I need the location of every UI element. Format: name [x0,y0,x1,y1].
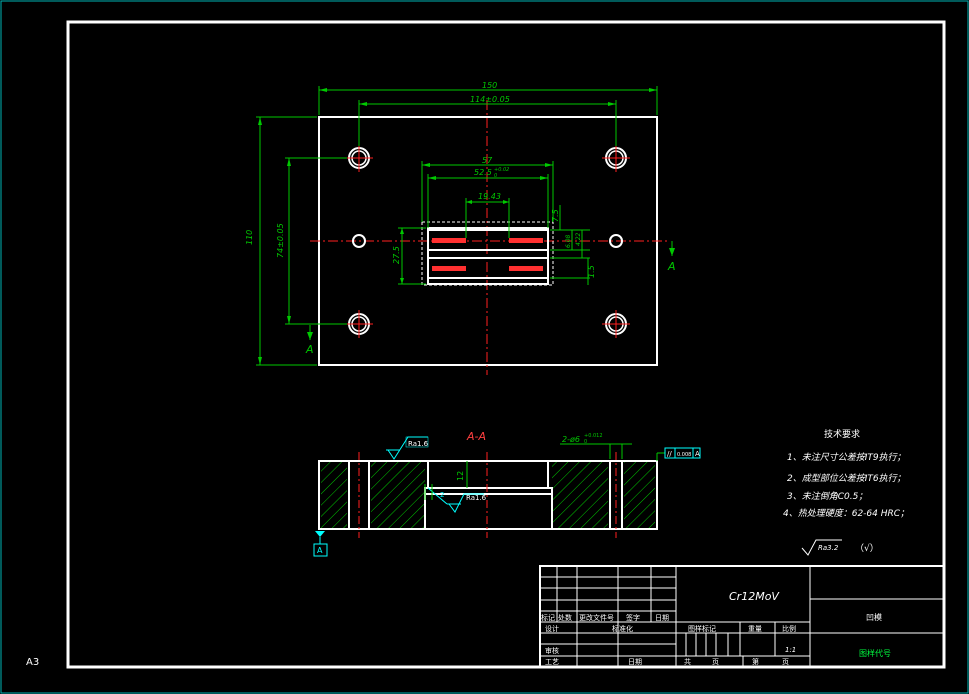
dim-hole-spacing-x: 114±0.05 [470,95,510,104]
stage-label: 图样标记 [688,624,716,633]
tech-item-3: 3、未注倒角C0.5； [787,491,867,502]
section-title: A-A [466,430,486,443]
cavity-outline-dashed [421,221,554,286]
tolerance-symbol: // [667,450,672,458]
dim-slot-width: 57 [482,156,493,165]
dowel-hole-right [609,234,623,248]
dim-right-top: 7.5 [551,209,560,222]
roughness-top-value: Ra1.6 [408,440,429,448]
dimension-arrows [258,88,675,365]
scale-value: 1:1 [785,646,796,654]
sheet-label: 页 [712,658,719,666]
header-date: 日期 [655,614,669,622]
hole-note-sub: 0 [584,439,587,445]
date-label: 日期 [628,658,642,666]
depth-dim: 12 [456,471,465,481]
sheet-size-label: A3 [26,657,39,668]
roughness-other: （√） [855,543,879,554]
dim-slot-tol-width: 52.5 [474,168,492,177]
roughness-inner-symbol [427,487,484,513]
header-change-doc: 更改文件号 [579,613,614,622]
section-outline [318,460,658,530]
hole-note-sup: +0.012 [584,433,603,439]
title-block: Cr12MoV 凹模 图样代号 标记 处数 更改文件号 签字 日期 设计 标准化… [539,565,945,668]
hatch-2 [371,462,425,528]
hatch-4 [624,462,655,528]
datum-marker: A [313,531,328,557]
inner-step-dim: 2 [440,491,444,499]
scale-label: 比例 [782,624,796,633]
process-label: 工艺 [545,658,559,666]
dim-slot-tol-sub: 0 [494,173,497,179]
corner-holes [345,144,630,338]
datum-label: A [317,546,323,555]
part-name: 凹模 [866,612,882,622]
roughness-general-value: Ra3.2 [818,544,839,552]
drawing-frame [66,20,946,669]
standard-label: 标准化 [612,624,633,633]
dim-slot-height: 27.5 [392,246,401,264]
cut-label-right: A [667,260,676,273]
dim-overall-height: 110 [245,230,254,245]
dim-right-small-a: 6.08 [565,234,572,248]
weight-label: 重量 [748,625,762,633]
tech-requirements: 技术要求 1、未注尺寸公差按IT9执行； 2、成型部位公差按IT6执行； 3、未… [783,428,909,556]
dim-right-small-b: 4.22 [575,232,582,246]
cavity-outline [427,227,549,285]
dim-inner-width: 19.43 [478,192,501,201]
header-count: 处数 [558,613,572,622]
tolerance-datum: A [695,450,700,458]
tech-item-2: 2、成型部位公差按IT6执行； [787,473,906,484]
roughness-general-symbol [801,539,842,556]
dim-overall-width: 150 [482,81,497,90]
slot-lower [427,257,549,279]
section-view: A-A Ra1.6 [313,430,701,557]
dim-slot-tol-sup: +0.02 [494,167,509,173]
section-centerlines [358,452,617,538]
drawing-number: 图样代号 [859,648,891,658]
dim-hole-spacing-y: 74±0.05 [276,223,285,258]
hole-note: 2-ø6 [562,435,580,444]
material: Cr12MoV [729,590,780,603]
tech-item-4: 4、热处理硬度：62-64 HRC； [783,508,909,519]
dowel-hole-left [352,234,366,248]
page-suffix: 页 [782,658,789,666]
roughness-inner-value: Ra1.6 [466,494,487,502]
tech-item-1: 1、未注尺寸公差按IT9执行； [787,452,906,463]
header-mark: 标记 [541,613,555,622]
slot-upper [427,229,549,251]
roughness-top-box [405,436,429,448]
header-sign: 签字 [626,613,640,622]
hatch-1 [321,462,347,528]
design-label: 设计 [545,624,559,633]
tech-heading: 技术要求 [824,428,860,440]
slot-lower-right-punch [509,266,543,271]
page-label: 第 [752,657,759,666]
slot-lower-left-punch [432,266,466,271]
hatch-3 [552,462,608,528]
plan-view: 150 114±0.05 57 52.5 +0.02 0 19.43 110 7… [245,81,676,375]
tolerance-frame: // 0.008 A [656,447,701,461]
slot-upper-right-punch [509,238,543,243]
tolerance-value: 0.008 [677,452,691,458]
dim-right-bottom: 1.5 [587,265,596,278]
slot-upper-left-punch [432,238,466,243]
total-label: 共 [684,657,691,666]
review-label: 审核 [545,646,559,655]
cut-label-left: A [305,343,314,356]
